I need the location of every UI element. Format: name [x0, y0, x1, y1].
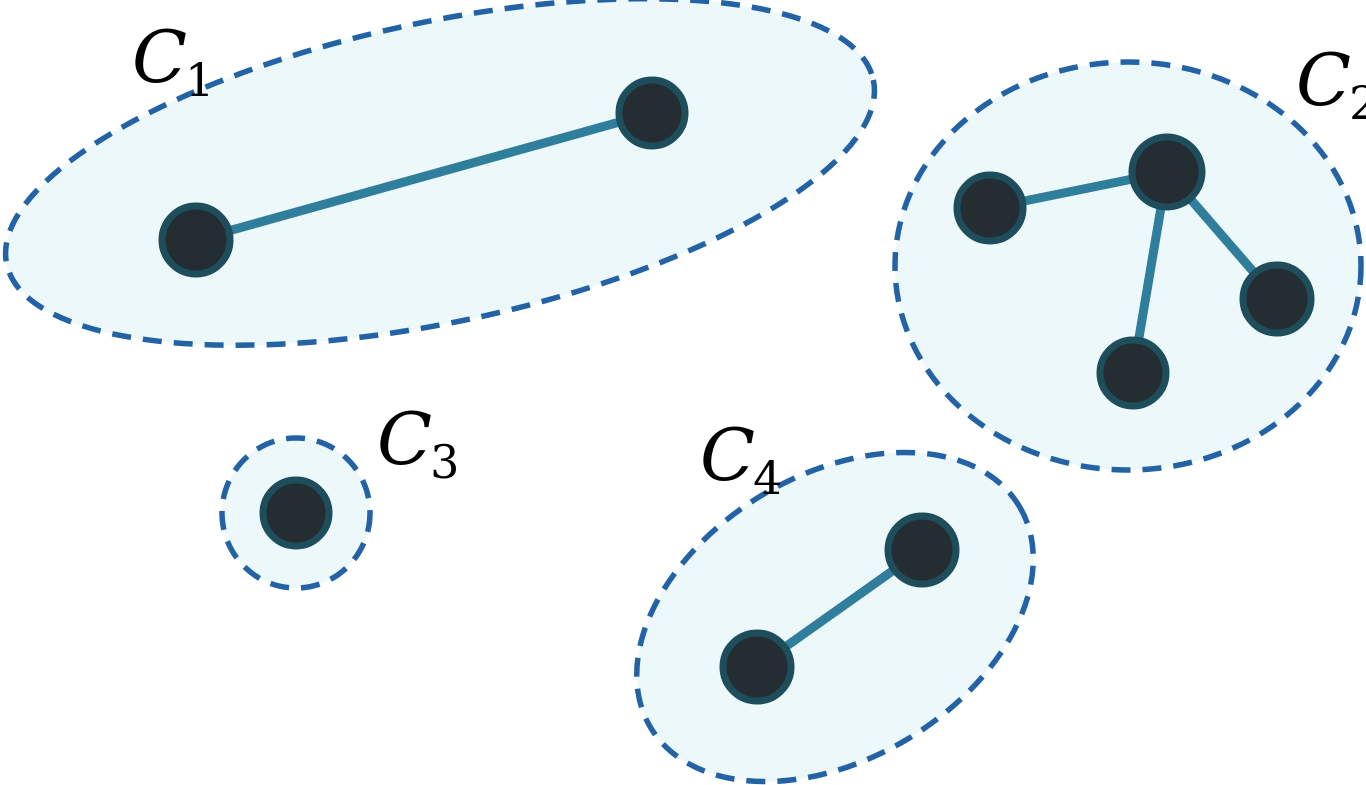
cluster-C3-label: C3 — [377, 397, 459, 489]
cluster-C4-label-subscript: 4 — [753, 451, 782, 505]
cluster-C1-label: C1 — [132, 15, 214, 107]
cluster-C2-label-subscript: 2 — [1349, 76, 1366, 130]
cluster-C4-label-main: C — [700, 413, 755, 497]
graph-node-C4-n1 — [719, 629, 795, 705]
graph-node-C1-n2 — [615, 76, 689, 150]
cluster-C2-boundary — [892, 59, 1364, 473]
cluster-C4-boundary — [633, 449, 1037, 785]
cluster-C1-label-subscript: 1 — [185, 53, 214, 107]
graph-node-C4-n2 — [884, 512, 960, 588]
graph-node-C2-n3 — [1096, 336, 1170, 410]
cluster-C4-label: C4 — [700, 413, 782, 505]
graph-node-C2-n2 — [1128, 133, 1206, 211]
edge-C1-0 — [191, 108, 657, 245]
cluster-C3-label-main: C — [377, 397, 432, 481]
graph-node-C2-n4 — [1239, 261, 1315, 337]
cluster-C1-label-main: C — [132, 15, 187, 99]
cluster-C3-label-subscript: 3 — [430, 435, 459, 489]
graph-node-C2-n1 — [953, 171, 1027, 245]
cluster-C2-label-main: C — [1296, 38, 1351, 122]
cluster-C1: C1 — [2, 0, 878, 348]
cluster-C4: C4 — [633, 413, 1037, 785]
graph-node-C3-n1 — [259, 476, 333, 550]
cluster-C2: C2 — [892, 38, 1366, 473]
cluster-C3: C3 — [219, 397, 459, 591]
cluster-C2-label: C2 — [1296, 38, 1366, 130]
graph-node-C1-n1 — [158, 202, 234, 278]
